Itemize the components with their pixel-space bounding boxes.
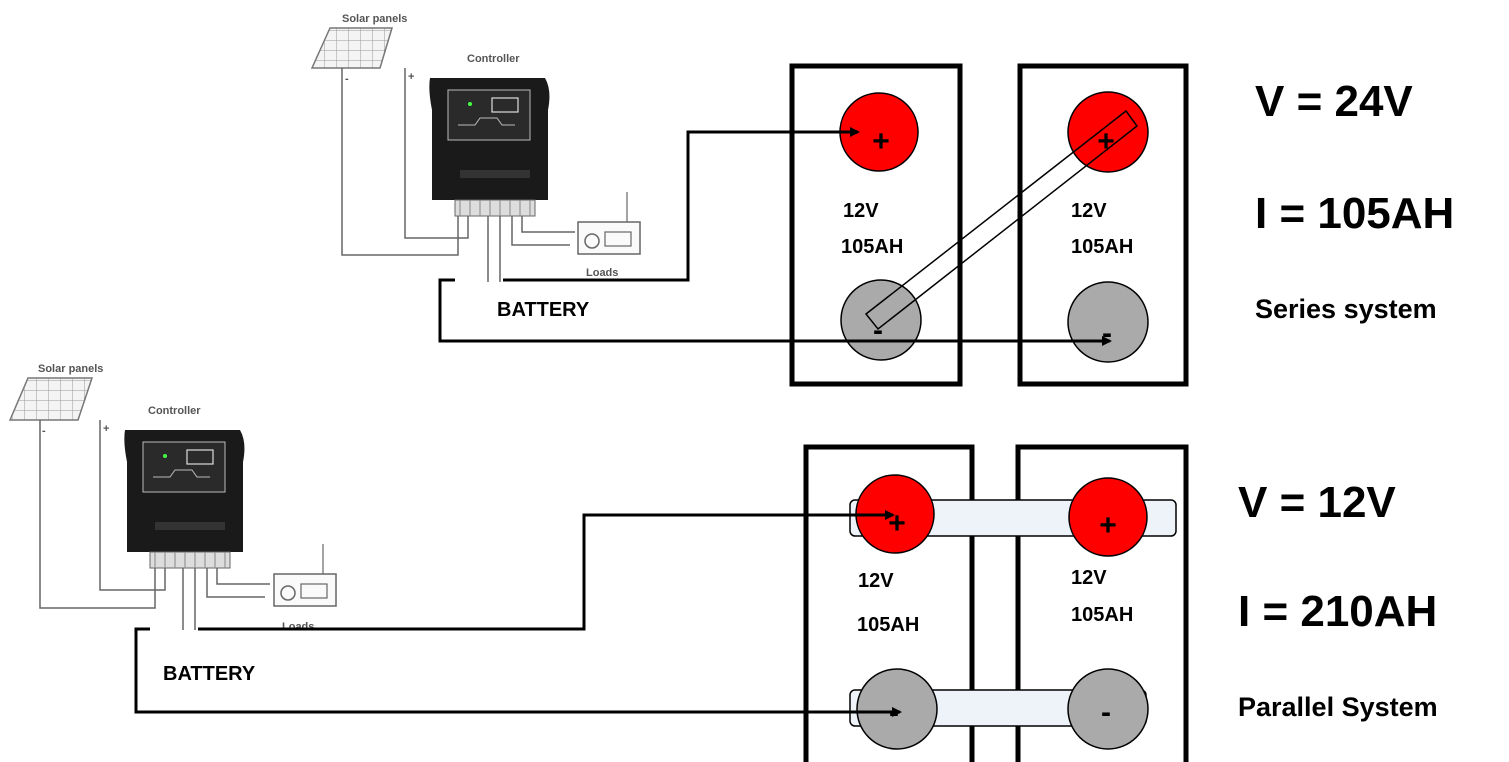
controller-label: Controller xyxy=(148,405,201,417)
controller-label: Controller xyxy=(467,53,520,65)
series-system-label: Series system xyxy=(1255,294,1437,324)
load-lead-a xyxy=(206,568,265,598)
radio-load-icon xyxy=(577,192,641,255)
solar-panels-label: Solar panels xyxy=(38,363,103,375)
positive-sign-2: + xyxy=(1099,509,1117,542)
positive-terminal-2 xyxy=(1068,477,1148,557)
panel-negative-lead xyxy=(39,420,156,609)
panel-positive-lead xyxy=(99,420,166,591)
solar-panel-icon xyxy=(310,27,394,69)
controller-icon xyxy=(429,78,550,217)
series-system: Solar panels - + Controller Loads xyxy=(310,13,1454,387)
battery-cell-1 xyxy=(789,63,963,387)
panel-plus-mark: + xyxy=(103,423,109,435)
battery-label: BATTERY xyxy=(163,663,256,685)
loads-label: Loads xyxy=(282,621,314,633)
battery-label: BATTERY xyxy=(497,299,590,321)
series-voltage: V = 24V xyxy=(1255,77,1413,126)
positive-sign-1: + xyxy=(888,507,906,540)
cell-2-capacity: 105AH xyxy=(1071,604,1133,626)
positive-terminal-2 xyxy=(1067,91,1149,173)
controller-icon xyxy=(124,430,245,569)
positive-sign-2: + xyxy=(1097,125,1115,158)
radio-load-icon xyxy=(273,544,337,607)
positive-wire xyxy=(503,127,860,282)
series-bridge-link xyxy=(864,109,1139,331)
negative-sign-2: - xyxy=(1102,317,1112,350)
battery-cell-1 xyxy=(803,444,975,762)
negative-terminal-2 xyxy=(1067,668,1149,750)
positive-wire xyxy=(198,510,895,631)
solar-panels-label: Solar panels xyxy=(342,13,407,25)
cell-1-capacity: 105AH xyxy=(841,236,903,258)
parallel-system-label: Parallel System xyxy=(1238,692,1438,722)
cell-1-voltage: 12V xyxy=(843,200,879,222)
parallel-current: I = 210AH xyxy=(1238,587,1437,636)
parallel-voltage: V = 12V xyxy=(1238,478,1396,527)
cell-2-capacity: 105AH xyxy=(1071,236,1133,258)
cell-2-voltage: 12V xyxy=(1071,200,1107,222)
negative-wire xyxy=(134,627,902,717)
series-current: I = 105AH xyxy=(1255,189,1454,238)
negative-sign-1: - xyxy=(873,314,883,347)
negative-sign-2: - xyxy=(1101,696,1111,729)
panel-negative-lead xyxy=(341,68,459,256)
cell-2-voltage: 12V xyxy=(1071,567,1107,589)
battery-cell-2 xyxy=(1015,444,1189,762)
cell-1-voltage: 12V xyxy=(858,570,894,592)
panel-minus-mark: - xyxy=(345,73,349,85)
cell-1-capacity: 105AH xyxy=(857,614,919,636)
loads-label: Loads xyxy=(586,267,618,279)
load-lead-b xyxy=(216,568,270,585)
panel-minus-mark: - xyxy=(42,425,46,437)
parallel-system: Solar panels - + Controller Loads xyxy=(8,363,1438,762)
load-lead-a xyxy=(511,216,570,246)
negative-wire xyxy=(438,278,1112,346)
positive-sign-1: + xyxy=(872,125,890,158)
solar-panel-icon xyxy=(8,377,94,421)
panel-plus-mark: + xyxy=(408,71,414,83)
battery-cell-2 xyxy=(1017,63,1189,387)
panel-positive-lead xyxy=(404,68,469,239)
load-lead-b xyxy=(521,216,575,233)
